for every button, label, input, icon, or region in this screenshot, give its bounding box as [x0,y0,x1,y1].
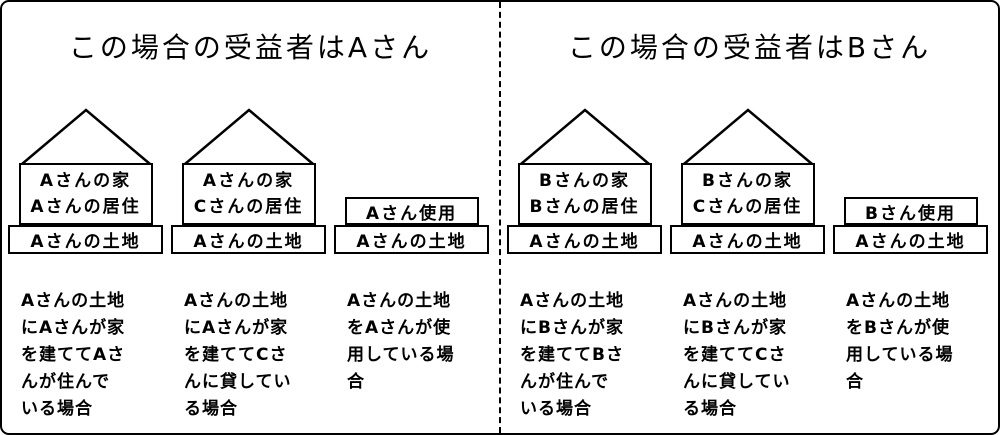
case-caption: Aさんの土地 をAさんが使 用している場 合 [347,291,455,392]
panel-title: この場合の受益者はAさん [68,31,433,64]
case-caption: Aさんの土地 にBさんが家 を建ててCさ んに貸してい る場合 [683,291,791,419]
house-roof-icon [20,108,151,165]
house-roof-icon [519,108,650,165]
house-body: Aさんの家 Cさんの居住 [181,163,316,225]
land-label: Aさんの土地 [30,232,141,252]
house-name-label: Aさんの家 [39,170,132,191]
land-plot: Aさんの土地 [833,225,988,254]
case-column: Aさん使用 Aさんの土地 [334,197,489,254]
house-body: Bさんの家 Cさんの居住 [680,163,815,225]
land-label: Aさんの土地 [356,232,467,252]
house-roof-icon [183,108,314,165]
house-occupancy-label: Cさんの居住 [692,196,803,217]
case-caption: Aさんの土地 にBさんが家 を建ててBさ んが住んで いる場合 [520,291,625,419]
panel-title: この場合の受益者はBさん [567,31,932,64]
land-plot: Aさんの土地 [507,225,662,254]
case-column: Aさんの家 Aさんの居住 Aさんの土地 [8,107,163,254]
land-label: Aさんの土地 [855,232,966,252]
land-label: Aさんの土地 [193,232,304,252]
captions-row: Aさんの土地 にBさんが家 を建ててBさ んが住んで いる場合 Aさんの土地 に… [501,288,998,423]
house-body: Aさんの家 Aさんの居住 [18,163,153,225]
use-label: Bさん使用 [865,203,956,224]
house-occupancy-label: Bさんの居住 [529,196,640,217]
land-plot: Aさんの土地 [171,225,326,254]
case-column: Bさんの家 Cさんの居住 Aさんの土地 [670,107,825,254]
case-caption: Aさんの土地 をBさんが使 用している場 合 [846,291,954,392]
use-box: Aさん使用 [344,197,479,225]
house-roof-icon [682,108,813,165]
case-column: Aさんの家 Cさんの居住 Aさんの土地 [171,107,326,254]
house-occupancy-label: Aさんの居住 [30,196,141,217]
land-label: Aさんの土地 [692,232,803,252]
land-plot: Aさんの土地 [670,225,825,254]
dashed-divider [499,2,501,433]
case-caption: Aさんの土地 にAさんが家 を建ててCさ んに貸してい る場合 [184,291,292,419]
use-label: Aさん使用 [365,203,458,224]
house-name-label: Bさんの家 [539,170,630,191]
figures-row: Bさんの家 Bさんの居住 Aさんの土地 Bさんの家 Cさんの居住 Aさんの土地 [501,104,998,254]
panel-beneficiary-b: この場合の受益者はBさん Bさんの家 Bさんの居住 Aさんの土地 [501,2,998,433]
land-plot: Aさんの土地 [8,225,163,254]
panel-beneficiary-a: この場合の受益者はAさん Aさんの家 Aさんの居住 Aさんの土地 [2,2,499,433]
captions-row: Aさんの土地 にAさんが家 を建ててAさ んが住んで いる場合 Aさんの土地 に… [2,288,499,423]
house-name-label: Bさんの家 [702,170,793,191]
use-box: Bさん使用 [843,197,978,225]
case-column: Bさん使用 Aさんの土地 [833,197,988,254]
case-caption: Aさんの土地 にAさんが家 を建ててAさ んが住んで いる場合 [21,291,126,419]
house-body: Bさんの家 Bさんの居住 [517,163,652,225]
case-column: Bさんの家 Bさんの居住 Aさんの土地 [507,107,662,254]
house-name-label: Aさんの家 [202,170,295,191]
house-occupancy-label: Cさんの居住 [193,196,304,217]
figures-row: Aさんの家 Aさんの居住 Aさんの土地 Aさんの家 Cさんの居住 Aさんの土地 [2,104,499,254]
land-plot: Aさんの土地 [334,225,489,254]
land-label: Aさんの土地 [529,232,640,252]
